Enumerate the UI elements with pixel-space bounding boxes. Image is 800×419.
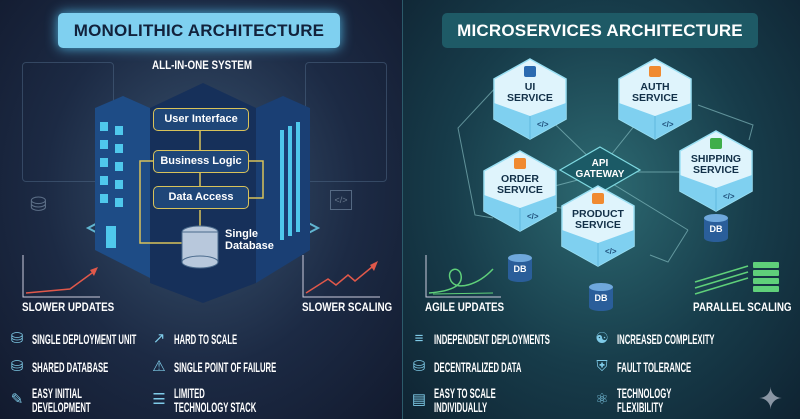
server-stack-icon: ☰ <box>152 391 166 408</box>
code-icon: </> <box>330 190 352 210</box>
code-icon: </> <box>527 212 539 221</box>
service-database: DB <box>588 283 614 311</box>
warning-icon: ⚠ <box>152 358 166 375</box>
feature-increased-complexity: ☯INCREASED COMPLEXITY <box>593 330 794 348</box>
feature-hard-to-scale: ↗HARD TO SCALE <box>150 330 289 348</box>
org-chart-icon: ☯ <box>595 330 609 347</box>
microservices-title: MICROSERVICES ARCHITECTURE <box>442 13 758 48</box>
feature-decentralized-data: ⛁DECENTRALIZED DATA <box>410 358 593 376</box>
service-icon <box>514 158 526 169</box>
layer-user-interface: User Interface <box>153 108 249 131</box>
monolithic-title: MONOLITHIC ARCHITECTURE <box>58 13 340 48</box>
shield-icon: ⛨ <box>596 358 608 375</box>
code-icon: </> <box>723 192 735 201</box>
service-icon <box>649 66 661 77</box>
feature-single-deployment-unit: ⛁SINGLE DEPLOYMENT UNIT <box>8 330 222 348</box>
slower-updates-chart <box>22 255 100 298</box>
code-icon: </> <box>537 120 549 129</box>
edit-document-icon: ✎ <box>10 391 24 408</box>
service-icon <box>710 138 722 149</box>
service-icon <box>592 193 604 204</box>
slower-scaling-chart <box>302 255 380 298</box>
feature-independent-deployments: ≡INDEPENDENT DEPLOYMENTS <box>410 330 645 348</box>
monolithic-subtitle: ALL-IN-ONE SYSTEM <box>151 58 252 72</box>
feature-shared-database: ⛁SHARED DATABASE <box>8 358 171 376</box>
parallel-scaling-chart <box>694 262 779 295</box>
bar-chart-icon: ▤ <box>411 391 427 408</box>
service-database: DB <box>703 214 729 242</box>
layers-icon: ≡ <box>414 330 424 347</box>
feature-single-point-of-failure: ⚠SINGLE POINT OF FAILURE <box>150 358 360 376</box>
layer-business-logic: Business Logic <box>153 150 249 173</box>
feature-fault-tolerance: ⛨FAULT TOLERANCE <box>593 358 752 376</box>
slower-updates-label: SLOWER UPDATES <box>22 300 115 314</box>
atom-icon: ⚛ <box>595 391 609 408</box>
sparkle-icon: ✦ <box>758 383 784 416</box>
parallel-scaling-label: PARALLEL SCALING <box>693 300 792 314</box>
database-icon: ⛁ <box>412 358 426 375</box>
slower-scaling-label: SLOWER SCALING <box>302 300 393 314</box>
monolithic-panel: MONOLITHIC ARCHITECTURE ALL-IN-ONE SYSTE… <box>0 0 403 419</box>
database-icon: ⛁ <box>10 358 24 375</box>
service-database: DB <box>507 254 533 282</box>
agile-updates-label: AGILE UPDATES <box>425 300 505 314</box>
agile-updates-chart <box>425 255 501 298</box>
layer-data-access: Data Access <box>153 186 249 209</box>
code-icon: </> <box>605 247 617 256</box>
database-icon: ⛁ <box>30 194 47 216</box>
service-icon <box>524 66 536 77</box>
database-icon: ⛁ <box>10 330 24 347</box>
code-icon: </> <box>662 120 674 129</box>
chart-line-icon: ↗ <box>152 330 166 347</box>
